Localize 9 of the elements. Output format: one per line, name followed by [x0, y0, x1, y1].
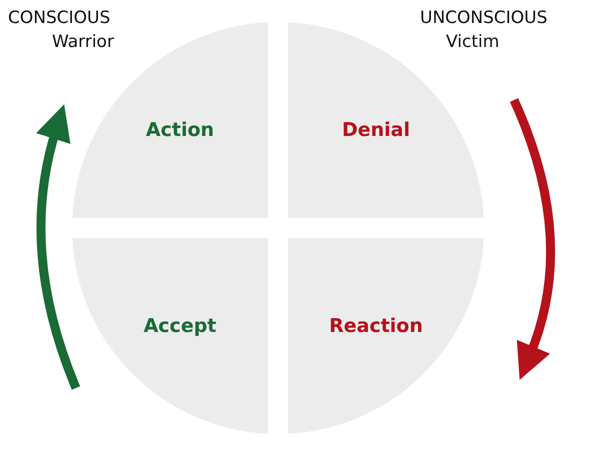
state-heading: UNCONSCIOUS: [420, 8, 548, 28]
state-heading: CONSCIOUS: [8, 8, 110, 28]
role-label: Victim: [446, 32, 500, 52]
quadrant-label: Action: [146, 119, 214, 141]
quadrant-label: Accept: [144, 315, 216, 337]
role-label: Warrior: [52, 32, 114, 52]
quadrant-shape: [72, 238, 268, 434]
quadrant-label: Denial: [342, 119, 410, 141]
quadrant-label: Reaction: [329, 315, 423, 337]
